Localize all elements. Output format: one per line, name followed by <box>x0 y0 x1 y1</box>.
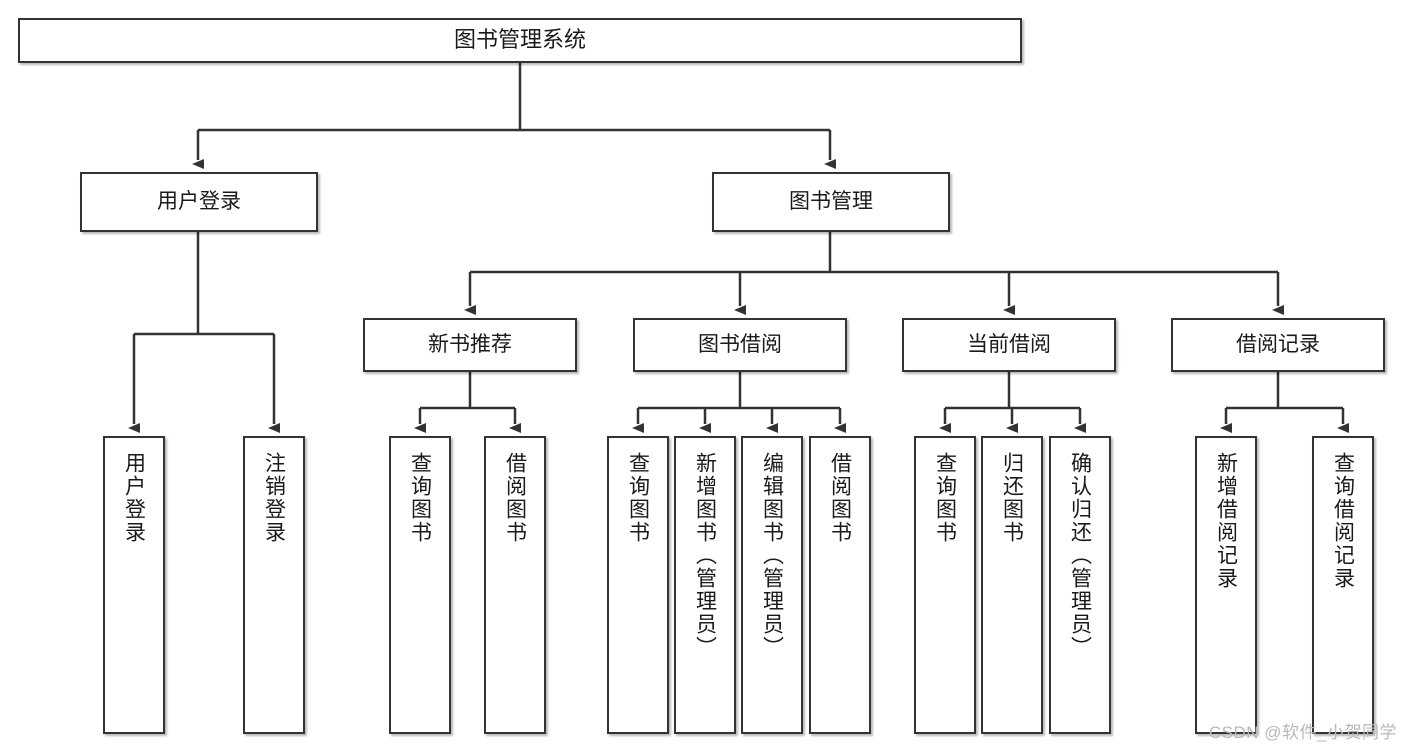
leaf-new-book-query[interactable]: 查询图书 <box>389 436 451 734</box>
node-label: 归还图书 <box>1000 452 1024 544</box>
node-label: 查询图书 <box>933 452 957 544</box>
leaf-current-confirm-return[interactable]: 确认归还（管理员） <box>1049 436 1111 734</box>
leaf-borrow-edit-book[interactable]: 编辑图书（管理员） <box>741 436 803 734</box>
leaf-current-return-book[interactable]: 归还图书 <box>981 436 1043 734</box>
node-label: 用户登录 <box>157 190 241 214</box>
leaf-new-book-borrow[interactable]: 借阅图书 <box>484 436 546 734</box>
node-user-login[interactable]: 用户登录 <box>80 172 318 232</box>
node-label: 当前借阅 <box>967 333 1051 357</box>
node-book-borrow[interactable]: 图书借阅 <box>633 318 847 372</box>
leaf-record-add[interactable]: 新增借阅记录 <box>1195 436 1257 734</box>
node-new-book-recommend[interactable]: 新书推荐 <box>363 318 577 372</box>
csdn-watermark: CSDN @软件_小贺同学 <box>1208 723 1397 742</box>
node-label: 图书借阅 <box>698 333 782 357</box>
leaf-borrow-query-book[interactable]: 查询图书 <box>607 436 669 734</box>
node-label: 查询图书 <box>408 452 432 544</box>
node-label: 用户登录 <box>122 452 146 544</box>
leaf-borrow-add-book[interactable]: 新增图书（管理员） <box>674 436 736 734</box>
node-label: 新增图书（管理员） <box>693 452 717 659</box>
node-label: 编辑图书（管理员） <box>760 452 784 659</box>
leaf-record-query[interactable]: 查询借阅记录 <box>1312 436 1374 734</box>
node-current-borrow[interactable]: 当前借阅 <box>902 318 1116 372</box>
leaf-borrow-lend-book[interactable]: 借阅图书 <box>809 436 871 734</box>
node-label: 注销登录 <box>262 452 286 544</box>
leaf-user-login-login[interactable]: 用户登录 <box>103 436 165 734</box>
node-label: 确认归还（管理员） <box>1068 452 1092 659</box>
node-label: 借阅图书 <box>503 452 527 544</box>
node-label: 借阅记录 <box>1236 333 1320 357</box>
node-borrow-record[interactable]: 借阅记录 <box>1171 318 1385 372</box>
node-book-management[interactable]: 图书管理 <box>712 172 950 232</box>
node-label: 图书管理系统 <box>453 27 586 53</box>
node-label: 查询图书 <box>626 452 650 544</box>
node-label: 图书管理 <box>789 190 873 214</box>
leaf-user-login-logout[interactable]: 注销登录 <box>243 436 305 734</box>
node-label: 查询借阅记录 <box>1331 452 1355 590</box>
leaf-current-query-book[interactable]: 查询图书 <box>914 436 976 734</box>
node-root-system[interactable]: 图书管理系统 <box>18 18 1022 63</box>
node-label: 新增借阅记录 <box>1214 452 1238 590</box>
node-label: 借阅图书 <box>828 452 852 544</box>
node-label: 新书推荐 <box>428 333 512 357</box>
